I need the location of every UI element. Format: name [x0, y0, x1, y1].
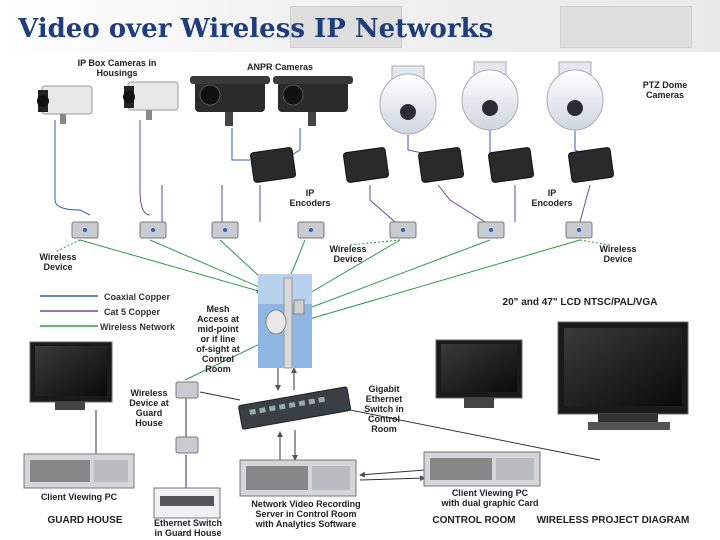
- ip-encoder: [343, 147, 389, 183]
- ip-encoder: [250, 147, 296, 183]
- lcd-monitor-right-large: [557, 321, 689, 430]
- gigabit-switch: [238, 386, 352, 430]
- client-pc-left-server: [23, 453, 135, 489]
- ptz-dome-camera: [379, 65, 437, 135]
- box-camera: [123, 81, 179, 120]
- label-ip-encoders-left: IP Encoders: [289, 188, 331, 208]
- nvr-server: [239, 459, 357, 497]
- watermark-shape: [290, 6, 402, 48]
- client-pc-right-server: [423, 451, 541, 487]
- ethernet-switch-guard: [153, 487, 221, 519]
- label-mesh-access: Mesh Access at mid-point or if line of-s…: [196, 304, 240, 374]
- cat5-line: [369, 185, 396, 223]
- anpr-camera: [273, 76, 353, 126]
- label-client-pc-left: Client Viewing PC: [40, 492, 118, 502]
- box-camera: [37, 85, 93, 124]
- label-wireless-project-diagram: WIRELESS PROJECT DIAGRAM: [536, 515, 690, 526]
- ptz-dome-camera: [461, 61, 519, 131]
- watermark-shape: [560, 6, 692, 48]
- guard-wireless-device: [175, 381, 199, 399]
- coax-line: [231, 128, 250, 161]
- label-wireless-device-left: Wireless Device: [39, 252, 77, 272]
- label-ethernet-switch-guard: Ethernet Switch in Guard House: [153, 518, 222, 538]
- page-title: Video over Wireless IP Networks: [18, 14, 494, 44]
- label-anpr-cameras: ANPR Cameras: [246, 62, 314, 72]
- legend-wireless-network: Wireless Network: [100, 322, 175, 332]
- label-nvr-server: Network Video Recording Server in Contro…: [251, 499, 361, 529]
- ip-encoder: [418, 147, 464, 183]
- label-guard-house: GUARD HOUSE: [47, 515, 123, 526]
- guard-wireless-repeater: [175, 436, 199, 454]
- label-lcd-monitors: 20" and 47" LCD NTSC/PAL/VGA: [502, 297, 658, 308]
- label-wireless-device-right: Wireless Device: [599, 244, 637, 264]
- label-gigabit-switch: Gigabit Ethernet Switch in Control Room: [364, 384, 404, 434]
- label-ip-encoders-right: IP Encoders: [531, 188, 573, 208]
- label-control-room: CONTROL ROOM: [432, 515, 516, 526]
- label-wireless-device-center: Wireless Device: [329, 244, 367, 264]
- cat5-line: [139, 120, 151, 216]
- ptz-dome-camera: [546, 61, 604, 131]
- label-ip-box-cameras: IP Box Cameras in Housings: [77, 58, 157, 78]
- cat5-line: [579, 184, 591, 223]
- lcd-monitor-right-small: [435, 339, 523, 408]
- legend-coaxial-copper: Coaxial Copper: [104, 292, 171, 302]
- mesh-mast: [258, 274, 312, 369]
- label-ptz-dome-cameras: PTZ Dome Cameras: [642, 80, 688, 100]
- anpr-camera: [190, 76, 270, 126]
- label-client-pc-right: Client Viewing PC with dual graphic Card: [441, 488, 539, 508]
- title-bar-background: [0, 0, 720, 52]
- ip-encoder: [568, 147, 614, 183]
- cat5-line: [437, 184, 486, 223]
- legend-cat5-copper: Cat 5 Copper: [104, 307, 161, 317]
- coax-line: [54, 120, 91, 216]
- lcd-monitor-left: [29, 341, 113, 410]
- ip-encoder: [488, 147, 534, 183]
- label-wireless-guard-house: Wireless Device at Guard House: [129, 388, 169, 428]
